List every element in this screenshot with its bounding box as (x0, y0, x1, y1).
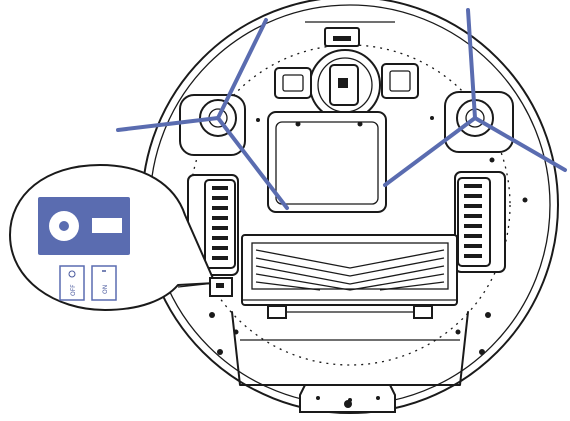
switch-off-label-box (59, 265, 85, 301)
brush-bristles-pattern (255, 249, 445, 291)
drive-wheel-right (454, 171, 506, 273)
power-switch-callout: OFF ON (9, 164, 216, 311)
dustbin-cover (267, 111, 387, 213)
side-brush-bristles (116, 8, 567, 210)
brush-latch-right (413, 305, 433, 319)
bristle-right-down (383, 116, 477, 187)
switch-label-on: ON (102, 285, 109, 294)
side-brush-left (179, 94, 246, 156)
bumper-seam (189, 44, 511, 366)
rear-tab (299, 384, 396, 413)
bristle-left-down (216, 116, 289, 210)
bristle-left-up (216, 18, 268, 120)
battery-cover (231, 311, 469, 386)
caster-wheel (309, 49, 381, 121)
main-brush (241, 234, 458, 319)
bristle-right-side (473, 116, 567, 172)
cliff-sensor-left (274, 67, 312, 99)
brush-latch-left (267, 305, 287, 319)
cliff-sensor-right (381, 63, 419, 99)
bristle-right-up (466, 8, 477, 120)
bristle-left-side (116, 116, 220, 132)
front-bracket (305, 21, 395, 47)
switch-label-off: OFF (70, 284, 77, 296)
